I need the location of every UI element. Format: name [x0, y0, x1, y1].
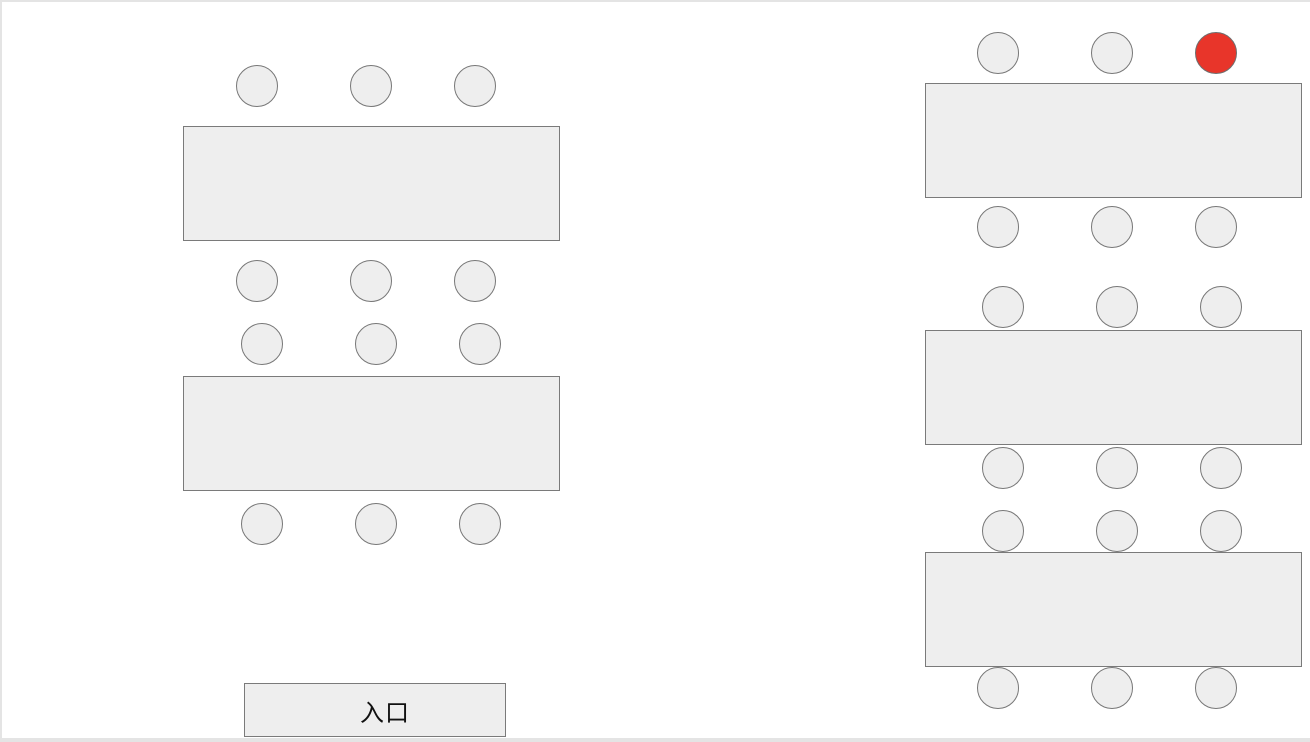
- chair[interactable]: [241, 323, 283, 365]
- chair[interactable]: [1096, 510, 1138, 552]
- chair[interactable]: [459, 503, 501, 545]
- chair[interactable]: [236, 260, 278, 302]
- chair[interactable]: [236, 65, 278, 107]
- chair[interactable]: [982, 510, 1024, 552]
- chair[interactable]: [1200, 510, 1242, 552]
- entrance-label: 入口: [360, 698, 410, 727]
- chair[interactable]: [1200, 447, 1242, 489]
- chair[interactable]: [1195, 206, 1237, 248]
- right-table-2[interactable]: [925, 330, 1302, 445]
- chair[interactable]: [1091, 667, 1133, 709]
- chair[interactable]: [982, 447, 1024, 489]
- entrance-box[interactable]: 入口: [244, 683, 506, 737]
- chair[interactable]: [459, 323, 501, 365]
- chair[interactable]: [454, 65, 496, 107]
- chair[interactable]: [355, 503, 397, 545]
- chair[interactable]: [982, 286, 1024, 328]
- chair[interactable]: [1096, 447, 1138, 489]
- chair[interactable]: [977, 32, 1019, 74]
- chair[interactable]: [977, 667, 1019, 709]
- chair[interactable]: [1091, 32, 1133, 74]
- chair[interactable]: [1091, 206, 1133, 248]
- chair[interactable]: [241, 503, 283, 545]
- chair[interactable]: [1096, 286, 1138, 328]
- chair[interactable]: [1195, 667, 1237, 709]
- right-table-1[interactable]: [925, 83, 1302, 198]
- chair[interactable]: [355, 323, 397, 365]
- chair[interactable]: [1200, 286, 1242, 328]
- left-table-1[interactable]: [183, 126, 560, 241]
- chair[interactable]: [977, 206, 1019, 248]
- left-table-2[interactable]: [183, 376, 560, 491]
- chair[interactable]: [350, 65, 392, 107]
- chair[interactable]: [454, 260, 496, 302]
- chair-selected[interactable]: [1195, 32, 1237, 74]
- right-table-3[interactable]: [925, 552, 1302, 667]
- chair[interactable]: [350, 260, 392, 302]
